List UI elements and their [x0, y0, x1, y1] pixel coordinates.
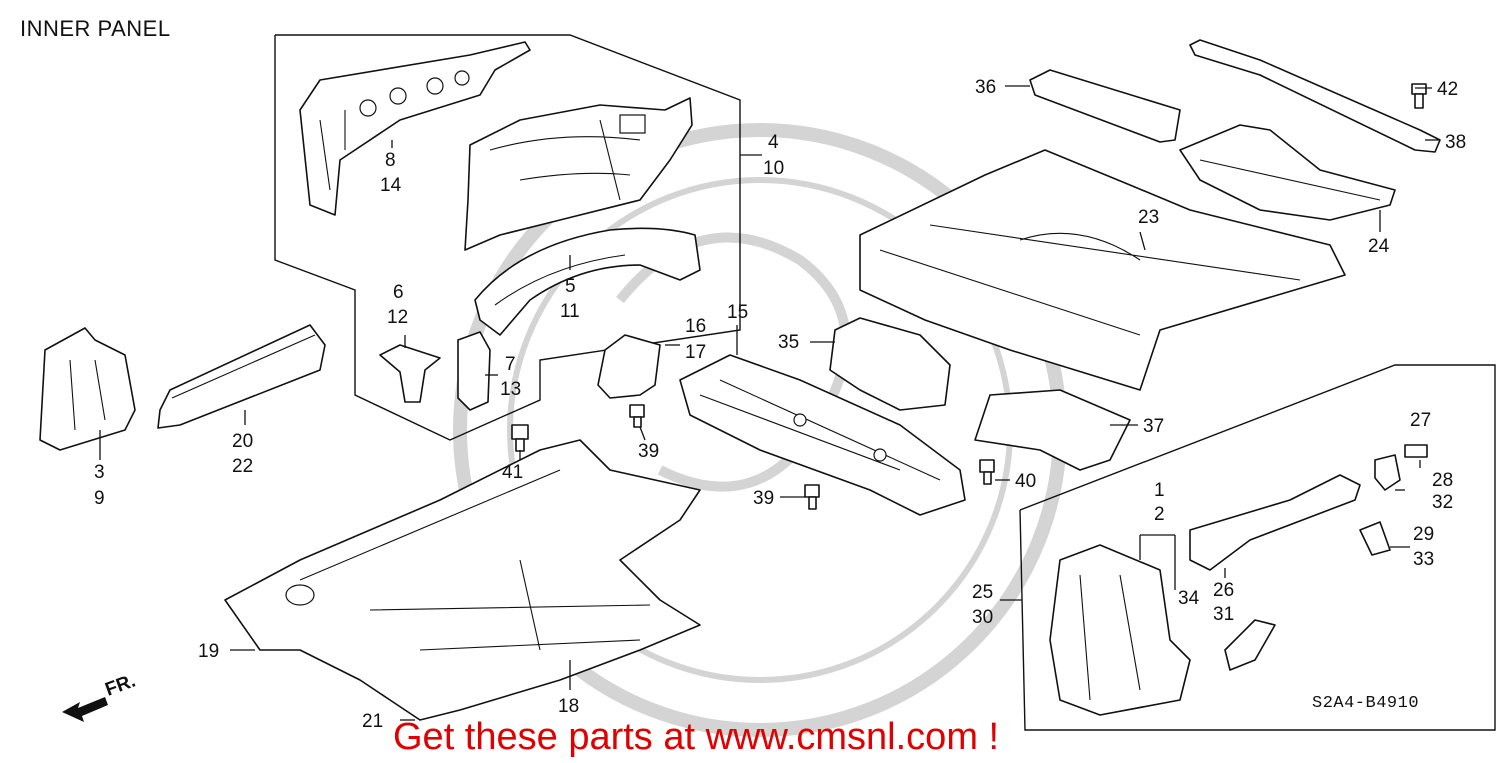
callout-19: 19 — [198, 641, 219, 662]
upper-group-frame — [274, 34, 741, 441]
callout-2: 2 — [1154, 504, 1165, 525]
part-4-wheelhouse — [464, 97, 693, 251]
part-42-bolt — [1411, 83, 1427, 109]
front-arrow-icon: FR. — [62, 670, 138, 722]
callout-21: 21 — [362, 711, 383, 732]
callout-33: 33 — [1413, 549, 1434, 570]
callout-13: 13 — [500, 379, 521, 400]
callout-40: 40 — [1015, 471, 1036, 492]
callout-15: 15 — [727, 302, 748, 323]
callout-23: 23 — [1138, 207, 1159, 228]
lower-right-group-frame — [1019, 364, 1496, 731]
front-indicator-label: FR. — [103, 670, 139, 700]
part-16-bracket — [597, 334, 661, 399]
part-5-arch — [474, 227, 701, 336]
part-28-bracket — [1374, 454, 1401, 491]
callout-5: 5 — [565, 276, 576, 297]
callout-22: 22 — [232, 456, 253, 477]
part-3-pillar — [39, 327, 136, 451]
leader-lines — [99, 85, 1440, 721]
reference-code: S2A4-B4910 — [1312, 694, 1420, 713]
callout-37: 37 — [1143, 416, 1164, 437]
callout-14: 14 — [380, 175, 402, 196]
callout-8: 8 — [385, 150, 396, 171]
callout-25: 25 — [972, 582, 993, 603]
callout-16: 16 — [685, 316, 706, 337]
callout-29: 29 — [1413, 524, 1434, 545]
callout-17: 17 — [685, 342, 706, 363]
part-29-bracket — [1359, 521, 1391, 556]
callout-3: 3 — [94, 462, 105, 483]
part-23-rear-floor — [859, 149, 1346, 391]
callout-39-b: 39 — [753, 488, 774, 509]
callout-38: 38 — [1445, 132, 1466, 153]
part-27-clip — [1404, 444, 1428, 458]
callout-27: 27 — [1410, 410, 1431, 431]
part-24-spare-tire-pan — [1179, 124, 1396, 221]
callout-35: 35 — [778, 332, 799, 353]
callout-42: 42 — [1437, 79, 1458, 100]
bolt-39-a — [629, 404, 645, 428]
part-37-panel — [974, 389, 1131, 471]
callout-36: 36 — [975, 77, 996, 98]
callout-28: 28 — [1432, 470, 1453, 491]
part-26-rail — [1189, 474, 1361, 571]
bolt-39-b — [804, 484, 820, 510]
callout-32: 32 — [1432, 492, 1453, 513]
callout-24: 24 — [1368, 236, 1390, 257]
part-6-bracket — [379, 344, 441, 403]
part-8-upper-frame — [299, 41, 531, 216]
diagram-title: INNER PANEL — [20, 16, 171, 41]
callout-numbers: 8 14 4 10 5 11 6 12 7 13 3 9 20 22 16 17… — [94, 77, 1466, 732]
callout-39-a: 39 — [638, 441, 659, 462]
callout-10: 10 — [763, 158, 784, 179]
callout-31: 31 — [1213, 604, 1234, 625]
part-15-crossmember — [679, 354, 966, 516]
bolt-41 — [511, 424, 529, 452]
callout-1: 1 — [1154, 480, 1165, 501]
part-36-member — [1029, 69, 1181, 143]
part-21-front-floor — [224, 439, 701, 721]
part-26-lower-piece — [1224, 619, 1276, 671]
part-7-plate — [457, 331, 491, 411]
callout-6: 6 — [393, 282, 404, 303]
part-35-panel — [829, 317, 951, 411]
callout-7: 7 — [505, 354, 516, 375]
callout-20: 20 — [232, 431, 253, 452]
callout-12: 12 — [387, 307, 408, 328]
callout-11: 11 — [560, 301, 580, 322]
part-38-bar — [1189, 39, 1441, 153]
callout-9: 9 — [94, 488, 105, 509]
callout-41: 41 — [502, 462, 523, 483]
callout-26: 26 — [1213, 580, 1234, 601]
bolt-40 — [979, 459, 995, 485]
callout-30: 30 — [972, 607, 993, 628]
part-20-channel — [157, 324, 326, 429]
callout-18: 18 — [558, 696, 579, 717]
promo-banner[interactable]: Get these parts at www.cmsnl.com ! — [393, 716, 1000, 758]
callout-4: 4 — [768, 132, 779, 153]
callout-34: 34 — [1178, 588, 1200, 609]
part-25-side-sill — [1049, 544, 1191, 716]
